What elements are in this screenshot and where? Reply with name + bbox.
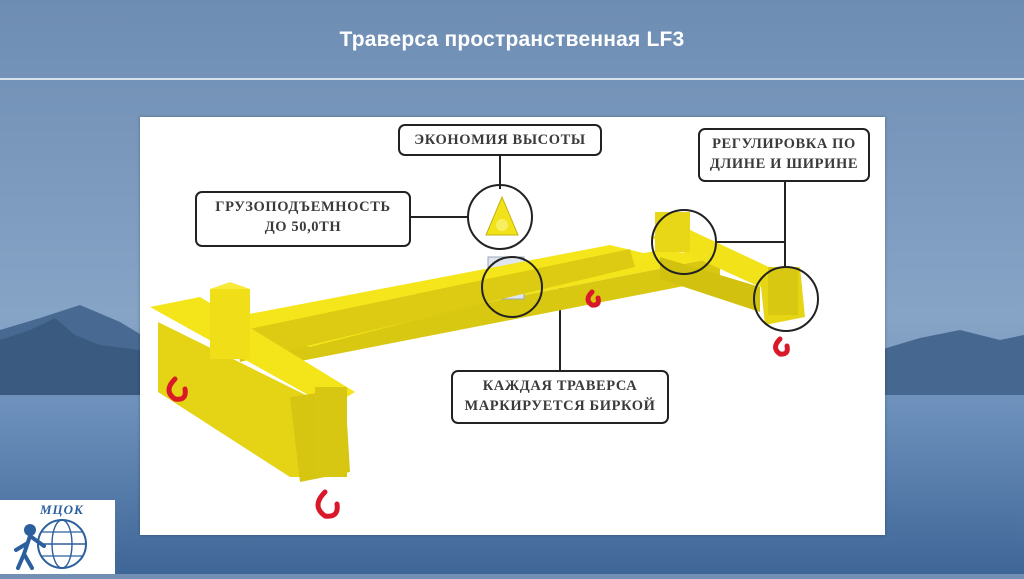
callout-marking-line-2: МАРКИРУЕТСЯ БИРКОЙ <box>464 398 656 414</box>
traverse-illustration <box>150 155 819 519</box>
logo-text: МЦОК <box>40 502 84 517</box>
callout-marking-line-1: КАЖДАЯ ТРАВЕРСА <box>482 378 638 394</box>
callout-adjustment: РЕГУЛИРОВКА ПО ДЛИНЕ И ШИРИНЕ <box>698 128 870 182</box>
right-cross-beam <box>650 212 805 325</box>
callout-capacity-line-2: ДО 50,0ТН <box>264 219 342 235</box>
callout-marking: КАЖДАЯ ТРАВЕРСА МАРКИРУЕТСЯ БИРКОЙ <box>451 370 669 424</box>
slide-title: Траверса пространственная LF3 <box>339 28 685 51</box>
highlight-circles <box>467 184 819 332</box>
callout-height-saving: ЭКОНОМИЯ ВЫСОТЫ <box>398 124 602 156</box>
illustration-panel: ЭКОНОМИЯ ВЫСОТЫ РЕГУЛИРОВКА ПО ДЛИНЕ И Ш… <box>140 117 885 535</box>
hooks <box>166 289 790 519</box>
hook-center <box>585 289 601 308</box>
hook-left-back <box>166 376 188 402</box>
callout-capacity: ГРУЗОПОДЪЕМНОСТЬ ДО 50,0ТН <box>195 191 411 247</box>
hook-right <box>773 336 790 357</box>
globe-logo-icon <box>14 519 87 570</box>
front-beam <box>200 245 660 362</box>
header-divider <box>0 78 1024 80</box>
callout-adjustment-line-1: РЕГУЛИРОВКА ПО <box>712 136 856 152</box>
callout-capacity-line-1: ГРУЗОПОДЪЕМНОСТЬ <box>215 199 391 215</box>
left-cross-beam <box>150 282 355 482</box>
callout-height-saving-text: ЭКОНОМИЯ ВЫСОТЫ <box>414 132 586 148</box>
callout-adjustment-line-2: ДЛИНЕ И ШИРИНЕ <box>709 156 859 172</box>
logo <box>0 500 115 574</box>
hook-left-front <box>315 489 340 519</box>
